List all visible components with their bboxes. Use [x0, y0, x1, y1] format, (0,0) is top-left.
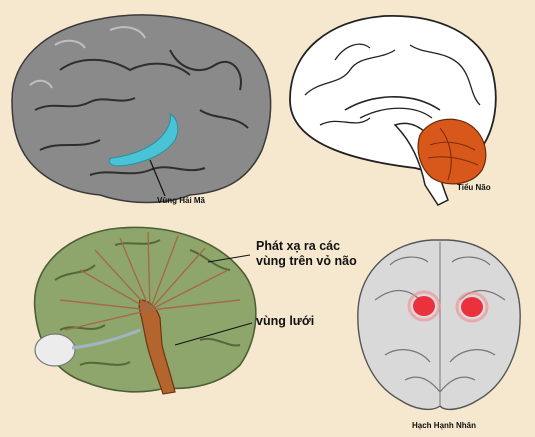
inferior-brain-illustration: [358, 240, 520, 409]
hippocampus-label: Vùng Hải Mã: [157, 196, 205, 205]
amygdala-right: [461, 297, 483, 317]
reticular-label: vùng lưới: [256, 314, 314, 329]
cerebellum-label: Tiểu Não: [457, 183, 491, 192]
projection-label-line1: Phát xạ ra các: [256, 239, 340, 254]
amygdala-left: [413, 296, 435, 316]
amygdala-label: Hạch Hạnh Nhân: [412, 421, 476, 430]
projection-label-line2: vùng trên vỏ não: [256, 254, 357, 269]
